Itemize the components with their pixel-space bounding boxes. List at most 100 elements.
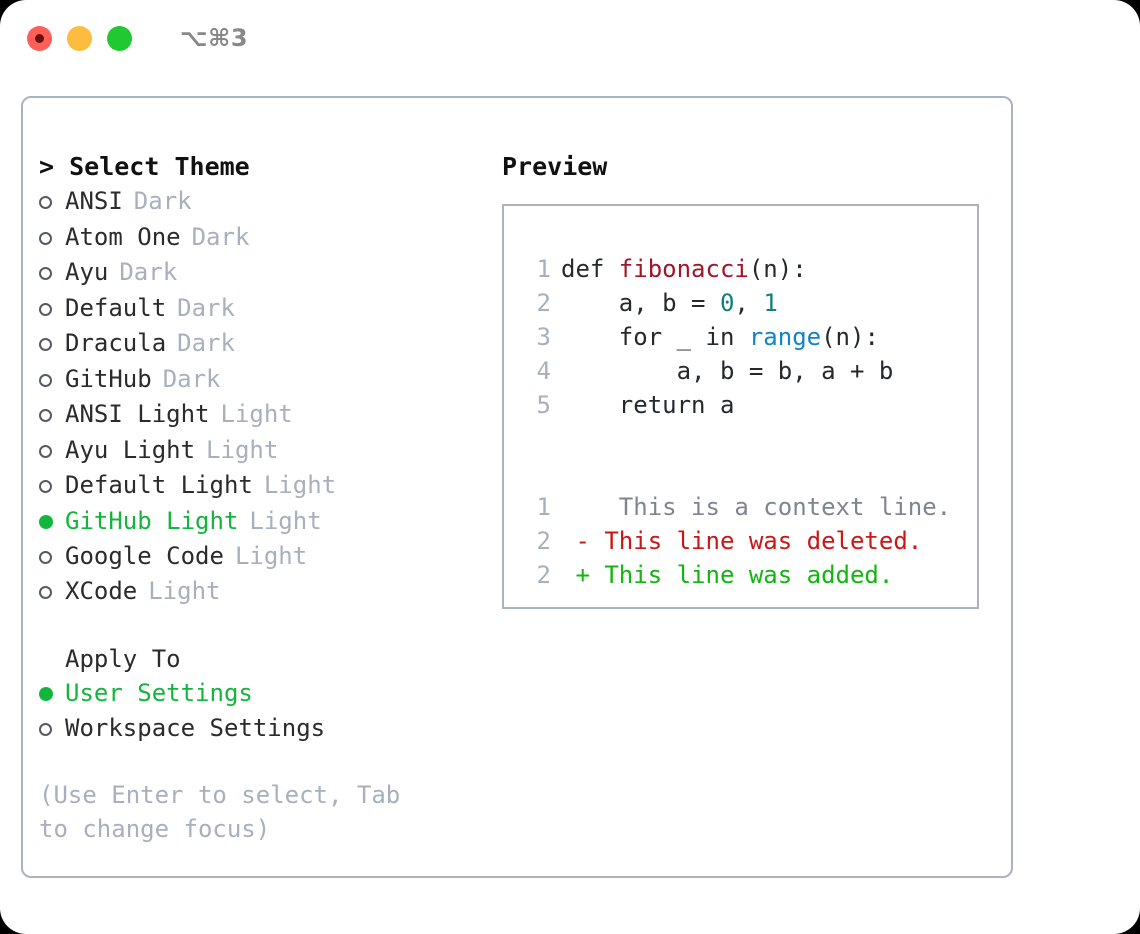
theme-item-label: ANSI Light [65, 400, 210, 428]
theme-item-label: Dracula [65, 329, 167, 357]
theme-variant-tag: Light [148, 577, 221, 605]
code-token: fibonacci [618, 255, 749, 283]
code-token: (n): [748, 255, 807, 283]
theme-item-atom-one[interactable]: Atom One Dark [39, 220, 489, 256]
diff-text: This is a context line. [561, 493, 952, 521]
radio-unselected-icon[interactable] [39, 221, 65, 255]
theme-variant-tag: Dark [119, 258, 178, 286]
radio-unselected-icon[interactable] [39, 434, 65, 468]
title-bar: ⌥⌘3 [0, 0, 1140, 76]
theme-variant-tag: Light [263, 471, 337, 499]
line-number: 2 [536, 289, 551, 317]
diff-text: - This line was deleted. [561, 527, 923, 555]
line-number: 5 [536, 391, 551, 419]
code-token: range [748, 323, 822, 351]
theme-variant-tag: Dark [162, 364, 221, 393]
minimize-button[interactable] [67, 25, 92, 51]
theme-item-ayu-light[interactable]: Ayu Light Light [39, 433, 489, 469]
theme-variant-tag: Dark [191, 222, 250, 251]
theme-item-label: Default [65, 293, 167, 322]
theme-item-label: XCode [65, 577, 138, 605]
theme-item-default[interactable]: Default Dark [39, 291, 489, 327]
diff-line: 1 This is a context line. [523, 490, 952, 524]
theme-item-ansi[interactable]: ANSI Dark [39, 184, 489, 220]
code-token: for _ in [561, 323, 749, 351]
theme-item-label: Atom One [65, 222, 181, 251]
theme-variant-tag: Light [220, 400, 293, 428]
theme-item-default-light[interactable]: Default Light Light [39, 468, 489, 504]
radio-unselected-icon[interactable] [39, 292, 65, 326]
radio-unselected-icon[interactable] [39, 540, 65, 574]
theme-variant-tag: Dark [177, 329, 235, 357]
apply-option-label: User Settings [65, 678, 253, 707]
radio-unselected-icon[interactable] [39, 399, 65, 433]
zoom-button[interactable] [107, 25, 132, 51]
line-number: 1 [536, 493, 551, 521]
code-text: for _ in range(n): [551, 320, 879, 354]
theme-item-label: Google Code [65, 541, 224, 570]
keyboard-shortcut-label: ⌥⌘3 [180, 24, 249, 52]
line-number: 1 [536, 255, 551, 283]
theme-item-ayu[interactable]: Ayu Dark [39, 255, 489, 291]
theme-item-google-code[interactable]: Google Code Light [39, 539, 489, 575]
code-token: 1 [763, 289, 778, 317]
theme-variant-tag: Light [249, 506, 322, 535]
radio-unselected-icon[interactable] [39, 328, 65, 362]
code-token: a, b = b, a + b [561, 357, 894, 385]
preview-column: Preview [502, 150, 992, 184]
theme-item-label: GitHub [65, 364, 152, 393]
theme-item-github[interactable]: GitHub Dark [39, 362, 489, 398]
theme-variant-tag: Light [234, 541, 308, 570]
diff-line: 2 + This line was added. [523, 558, 951, 592]
apply-option-label: Workspace Settings [65, 713, 326, 742]
theme-variant-tag: Light [206, 435, 279, 464]
code-token: def [561, 255, 619, 283]
theme-item-label: Ayu [65, 258, 109, 286]
radio-selected-icon[interactable] [39, 505, 65, 539]
code-token: return a [561, 391, 735, 419]
radio-selected-icon[interactable] [39, 677, 65, 711]
apply-to-heading: Apply To [65, 644, 181, 673]
select-theme-heading: > Select Theme [39, 152, 250, 181]
code-line: 2 a, b = 0, 1 [523, 286, 951, 320]
apply-option-workspace-settings[interactable]: Workspace Settings [39, 711, 489, 747]
apply-option-user-settings[interactable]: User Settings [39, 676, 489, 711]
diff-text: + This line was added. [561, 561, 894, 589]
code-line: 4 a, b = b, a + b [523, 354, 951, 388]
theme-item-ansi-light[interactable]: ANSI Light Light [39, 397, 489, 433]
radio-unselected-icon[interactable] [39, 257, 65, 291]
line-number: 2 [536, 527, 551, 555]
theme-item-label: ANSI [65, 187, 123, 215]
code-text: a, b = 0, 1 [551, 286, 778, 320]
keyboard-hint-text: (Use Enter to select, Tab to change focu… [39, 781, 415, 843]
code-text: def fibonacci(n): [551, 252, 807, 286]
theme-item-xcode[interactable]: XCode Light [39, 574, 489, 610]
radio-unselected-icon[interactable] [39, 363, 65, 397]
line-number: 2 [536, 561, 551, 589]
code-text: a, b = b, a + b [551, 354, 894, 388]
theme-item-label: Default Light [65, 471, 253, 499]
line-number: 4 [536, 357, 551, 385]
radio-unselected-icon[interactable] [39, 712, 65, 746]
diff-line: 2 - This line was deleted. [523, 524, 951, 558]
code-line: 3 for _ in range(n): [523, 320, 951, 354]
radio-unselected-icon[interactable] [39, 470, 65, 504]
code-line: 5 return a [523, 388, 951, 422]
theme-variant-tag: Dark [177, 293, 235, 322]
line-number: 3 [536, 323, 551, 351]
radio-unselected-icon[interactable] [39, 576, 65, 610]
theme-item-label: Ayu Light [65, 435, 196, 464]
preview-heading: Preview [502, 152, 608, 181]
code-text: return a [551, 388, 735, 422]
radio-unselected-icon[interactable] [39, 186, 65, 220]
close-button[interactable] [27, 25, 52, 51]
theme-variant-tag: Dark [133, 187, 192, 215]
theme-item-dracula[interactable]: Dracula Dark [39, 326, 489, 362]
